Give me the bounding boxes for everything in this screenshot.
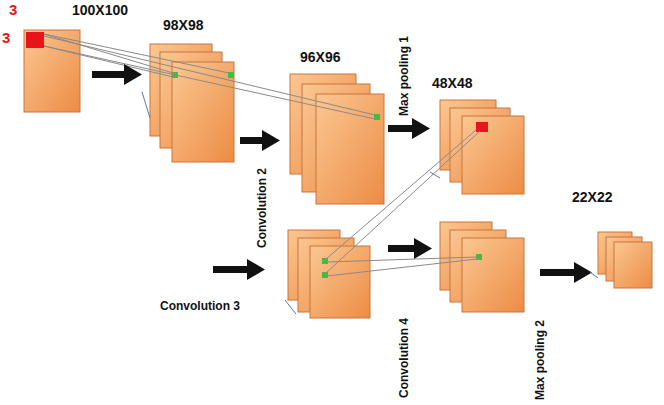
dimension-label: 48X48 (432, 76, 472, 91)
kernel-size: 3 (9, 2, 17, 19)
layer-label: Max pooling 2 (534, 320, 547, 400)
layer-label: Convolution 2 (256, 168, 269, 248)
layer-label: Max pooling 1 (398, 36, 411, 116)
dimension-label: 98X98 (163, 18, 203, 33)
dimension-label: 100X100 (72, 3, 128, 18)
layer-label: Convolution 4 (398, 318, 411, 398)
kernel-size: 3 (2, 30, 10, 47)
layer-label: Convolution 3 (160, 300, 240, 313)
dimension-label: 96X96 (300, 50, 340, 65)
dimension-label: 22X22 (572, 190, 612, 205)
